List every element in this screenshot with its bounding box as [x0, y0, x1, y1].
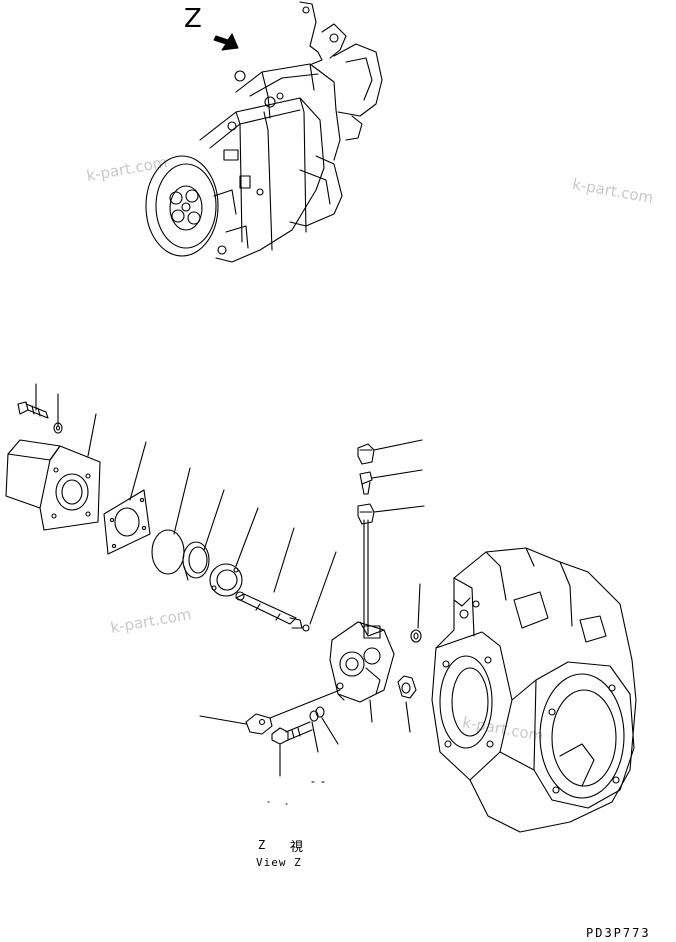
view-arrow-icon: [213, 33, 239, 51]
minor-marks: [267, 781, 325, 805]
pump-housing: [431, 547, 637, 833]
hex-nut: [397, 675, 417, 733]
union-fitting: [357, 503, 375, 525]
check-ball: [302, 624, 310, 632]
bolt-lower: [271, 721, 313, 777]
leader-lines-top-right: [371, 439, 425, 513]
nipple-fitting: [359, 471, 373, 495]
washer-left: [53, 422, 63, 434]
spool-pin: [235, 591, 303, 629]
leader-lines-left: [35, 383, 337, 625]
clamp-bracket: [199, 689, 341, 735]
seal-ring: [182, 541, 210, 581]
solenoid-block: [5, 439, 101, 531]
caption-view-kanji: 視: [290, 840, 304, 855]
o-ring-small: [410, 583, 422, 643]
caption-view-letter: Z: [258, 838, 266, 852]
caption-view-english: View Z: [256, 856, 302, 869]
drawing-code: PD3P773: [586, 926, 651, 940]
gasket: [103, 489, 151, 555]
cap-fitting: [357, 443, 375, 465]
view-letter: Z: [184, 4, 202, 34]
washers-lower: [309, 699, 373, 753]
retainer-plate: [209, 563, 243, 597]
pump-assembly-top: [145, 1, 383, 263]
o-ring: [151, 529, 185, 575]
pilot-tube: [363, 519, 369, 635]
bolt-left: [17, 401, 49, 419]
valve-body: [329, 621, 395, 703]
